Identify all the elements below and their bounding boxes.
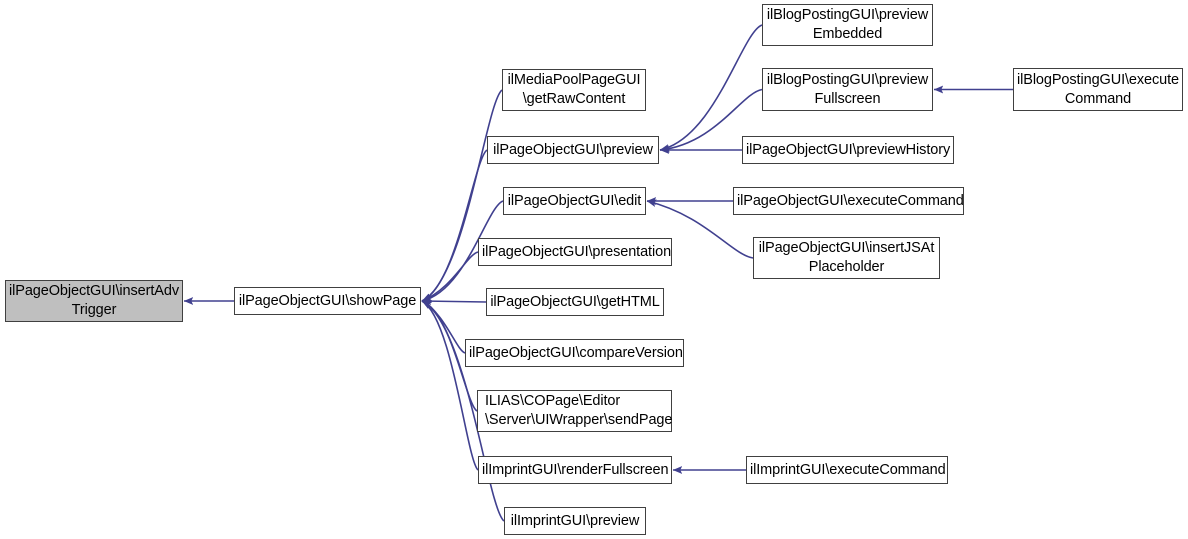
graph-node-presentation[interactable]: ilPageObjectGUI\presentation: [478, 238, 672, 266]
graph-node-label: ilBlogPostingGUI\preview Fullscreen: [766, 71, 929, 107]
graph-node-previewEmbedded[interactable]: ilBlogPostingGUI\preview Embedded: [762, 4, 933, 46]
graph-edge-preview-to-showPage: [421, 149, 488, 302]
graph-edge-renderFullscreen-to-showPage: [421, 300, 479, 471]
graph-node-preview[interactable]: ilPageObjectGUI\preview: [487, 136, 659, 164]
graph-node-label: ilMediaPoolPageGUI \getRawContent: [507, 72, 641, 107]
graph-node-label: ilPageObjectGUI\previewHistory: [746, 141, 951, 158]
graph-edge-getHTML-to-showPage: [421, 297, 487, 306]
graph-node-getHTML[interactable]: ilPageObjectGUI\getHTML: [486, 288, 664, 316]
graph-node-showPage[interactable]: ilPageObjectGUI\showPage: [234, 287, 421, 315]
graph-node-label: ilPageObjectGUI\showPage: [238, 292, 417, 309]
graph-edge-presentation-to-showPage: [421, 251, 479, 302]
graph-node-label: ilPageObjectGUI\getHTML: [490, 293, 660, 310]
graph-node-imprintExecuteCommand[interactable]: ilImprintGUI\executeCommand: [746, 456, 948, 484]
graph-node-label: ilBlogPostingGUI\preview Embedded: [766, 7, 929, 42]
graph-node-edit[interactable]: ilPageObjectGUI\edit: [503, 187, 646, 215]
graph-node-previewHistory[interactable]: ilPageObjectGUI\previewHistory: [742, 136, 954, 164]
graph-node-pageExecuteCommand[interactable]: ilPageObjectGUI\executeCommand: [733, 187, 964, 215]
graph-node-label: ilImprintGUI\renderFullscreen: [482, 461, 669, 478]
graph-node-sendPage[interactable]: ILIAS\COPage\Editor \Server\UIWrapper\se…: [477, 390, 672, 432]
graph-node-label: ILIAS\COPage\Editor \Server\UIWrapper\se…: [485, 393, 673, 428]
graph-node-label: ilBlogPostingGUI\execute Command: [1017, 71, 1180, 107]
graph-node-imprintPreview[interactable]: ilImprintGUI\preview: [504, 507, 646, 535]
graph-node-getRawContent[interactable]: ilMediaPoolPageGUI \getRawContent: [502, 69, 646, 111]
graph-node-label: ilPageObjectGUI\preview: [493, 141, 653, 158]
graph-node-label: ilImprintGUI\executeCommand: [750, 461, 946, 478]
graph-node-blogExecuteCommand[interactable]: ilBlogPostingGUI\execute Command: [1013, 68, 1183, 111]
graph-node-label: ilPageObjectGUI\compareVersion: [469, 344, 683, 361]
graph-node-compareVersion[interactable]: ilPageObjectGUI\compareVersion: [465, 339, 684, 367]
graph-node-label: ilImprintGUI\preview: [510, 512, 640, 529]
graph-node-label: ilPageObjectGUI\presentation: [482, 243, 672, 260]
graph-node-label: ilPageObjectGUI\insertAdv Trigger: [9, 283, 179, 318]
graph-edge-getRawContent-to-showPage: [421, 89, 503, 302]
graph-node-previewFullscreen[interactable]: ilBlogPostingGUI\preview Fullscreen: [762, 68, 933, 111]
graph-edge-previewEmbedded-to-preview: [659, 24, 763, 152]
graph-node-label: ilPageObjectGUI\insertJSAt Placeholder: [758, 240, 935, 275]
graph-node-renderFullscreen[interactable]: ilImprintGUI\renderFullscreen: [478, 456, 672, 484]
graph-node-insertJSAtPlaceholder[interactable]: ilPageObjectGUI\insertJSAt Placeholder: [753, 237, 940, 279]
graph-edge-compareVersion-to-showPage: [421, 300, 466, 354]
graph-node-label: ilPageObjectGUI\edit: [507, 192, 642, 209]
graph-node-insertAdvTrigger[interactable]: ilPageObjectGUI\insertAdv Trigger: [5, 280, 183, 322]
graph-node-label: ilPageObjectGUI\executeCommand: [737, 192, 964, 209]
